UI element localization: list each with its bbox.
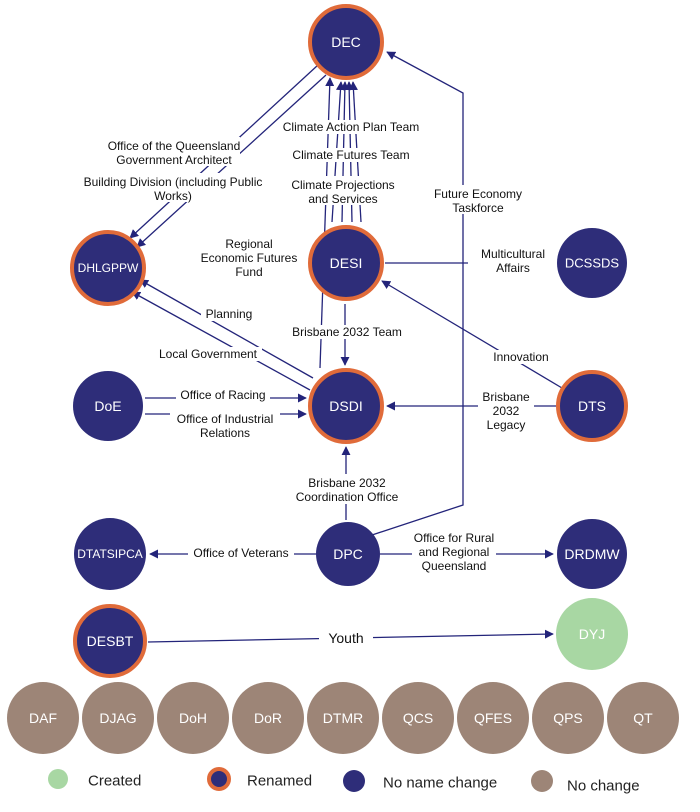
node-dtatsipca: DTATSIPCA <box>74 518 146 590</box>
node-dpc: DPC <box>316 522 380 586</box>
node-label-daf: DAF <box>29 710 57 726</box>
label-planning: Planning <box>206 307 253 321</box>
node-label-desi: DESI <box>330 255 363 271</box>
node-doh: DoH <box>157 682 229 754</box>
node-dor: DoR <box>232 682 304 754</box>
node-desi: DESI <box>308 225 384 301</box>
node-label-qcs: QCS <box>403 710 433 726</box>
label-building-line-1: Building Division (including Public <box>84 175 263 189</box>
edge-labels: Office of the Queensland Government Arch… <box>78 120 558 648</box>
legend-label-created: Created <box>88 773 141 790</box>
label-legacy-line-2: 2032 <box>493 404 520 418</box>
label-reff-line-3: Fund <box>235 265 262 279</box>
legend-swatch-created <box>48 769 68 789</box>
label-rural-line-2: and Regional <box>419 545 490 559</box>
node-label-desbt: DESBT <box>87 633 134 649</box>
edge-dts-desi <box>381 280 563 389</box>
node-djag: DJAG <box>82 682 154 754</box>
label-industrial-line-2: Relations <box>200 426 250 440</box>
label-office-of-veterans: Office of Veterans <box>193 546 288 560</box>
node-dcssds: DCSSDS <box>557 228 627 298</box>
legend-swatch-renamed <box>207 767 231 791</box>
label-rural-line-3: Queensland <box>422 559 487 573</box>
label-building-line-2: Works) <box>154 189 192 203</box>
label-future-economy-line-1: Future Economy <box>434 187 522 201</box>
node-label-dpc: DPC <box>333 546 363 562</box>
node-label-dcssds: DCSSDS <box>565 256 620 271</box>
node-label-dyj: DYJ <box>579 626 605 642</box>
legend-swatch-no-change <box>531 770 553 792</box>
node-dec: DEC <box>308 4 384 80</box>
node-drdmw: DRDMW <box>557 519 627 589</box>
node-daf: DAF <box>7 682 79 754</box>
node-label-dsdi: DSDI <box>329 398 362 414</box>
node-qfes: QFES <box>457 682 529 754</box>
label-climate-futures-team: Climate Futures Team <box>292 148 409 162</box>
label-qga-line-2: Government Architect <box>116 153 232 167</box>
unchanged-row: DAF DJAG DoH DoR DTMR QCS QFES QPS <box>7 682 679 754</box>
node-label-drdmw: DRDMW <box>564 546 620 562</box>
node-dsdi: DSDI <box>308 368 384 444</box>
edge-dpc-dec <box>371 51 464 536</box>
label-local-government: Local Government <box>159 347 258 361</box>
node-label-dts: DTS <box>578 398 606 414</box>
label-reff-line-1: Regional <box>225 237 272 251</box>
node-dtmr: DTMR <box>307 682 379 754</box>
node-label-dtatsipca: DTATSIPCA <box>77 547 143 561</box>
node-label-dtmr: DTMR <box>323 710 363 726</box>
node-label-djag: DJAG <box>99 710 136 726</box>
legend-label-no-name-change: No name change <box>383 775 497 792</box>
legend-label-no-change: No change <box>567 778 640 795</box>
edge-dsdi-dhlgppw-local <box>131 291 311 391</box>
label-climate-projections-line-2: and Services <box>308 192 377 206</box>
edge-dsdi-dhlgppw-planning <box>139 279 314 379</box>
label-legacy-line-3: Legacy <box>487 418 526 432</box>
node-qps: QPS <box>532 682 604 754</box>
node-label-dec: DEC <box>331 34 361 50</box>
node-qt: QT <box>607 682 679 754</box>
label-brisbane-2032-team: Brisbane 2032 Team <box>292 325 402 339</box>
legend: Created Renamed No name change No change <box>48 767 640 795</box>
label-multicultural-line-1: Multicultural <box>481 247 545 261</box>
legend-swatch-no-name-change <box>343 770 365 792</box>
node-label-qfes: QFES <box>474 710 512 726</box>
node-doe: DoE <box>73 371 143 441</box>
label-industrial-line-1: Office of Industrial <box>177 412 274 426</box>
label-coordination-line-1: Brisbane 2032 <box>308 476 386 490</box>
label-youth: Youth <box>328 630 363 646</box>
label-qga-line-1: Office of the Queensland <box>108 139 241 153</box>
label-multicultural-line-2: Affairs <box>496 261 530 275</box>
label-innovation: Innovation <box>493 350 548 364</box>
node-label-doe: DoE <box>94 398 121 414</box>
label-rural-line-1: Office for Rural <box>414 531 494 545</box>
legend-label-renamed: Renamed <box>247 773 312 790</box>
node-label-qps: QPS <box>553 710 583 726</box>
node-dts: DTS <box>556 370 628 442</box>
node-label-qt: QT <box>633 710 653 726</box>
label-future-economy-line-2: Taskforce <box>452 201 504 215</box>
node-desbt: DESBT <box>73 604 147 678</box>
node-label-doh: DoH <box>179 710 207 726</box>
node-dhlgppw: DHLGPPW <box>70 230 146 306</box>
label-climate-action-plan-team: Climate Action Plan Team <box>283 120 420 134</box>
node-qcs: QCS <box>382 682 454 754</box>
node-dyj: DYJ <box>556 598 628 670</box>
label-legacy-line-1: Brisbane <box>482 390 530 404</box>
label-reff-line-2: Economic Futures <box>201 251 298 265</box>
label-climate-projections-line-1: Climate Projections <box>291 178 394 192</box>
node-label-dhlgppw: DHLGPPW <box>78 261 139 275</box>
label-office-of-racing: Office of Racing <box>180 388 265 402</box>
node-label-dor: DoR <box>254 710 282 726</box>
label-coordination-line-2: Coordination Office <box>296 490 399 504</box>
